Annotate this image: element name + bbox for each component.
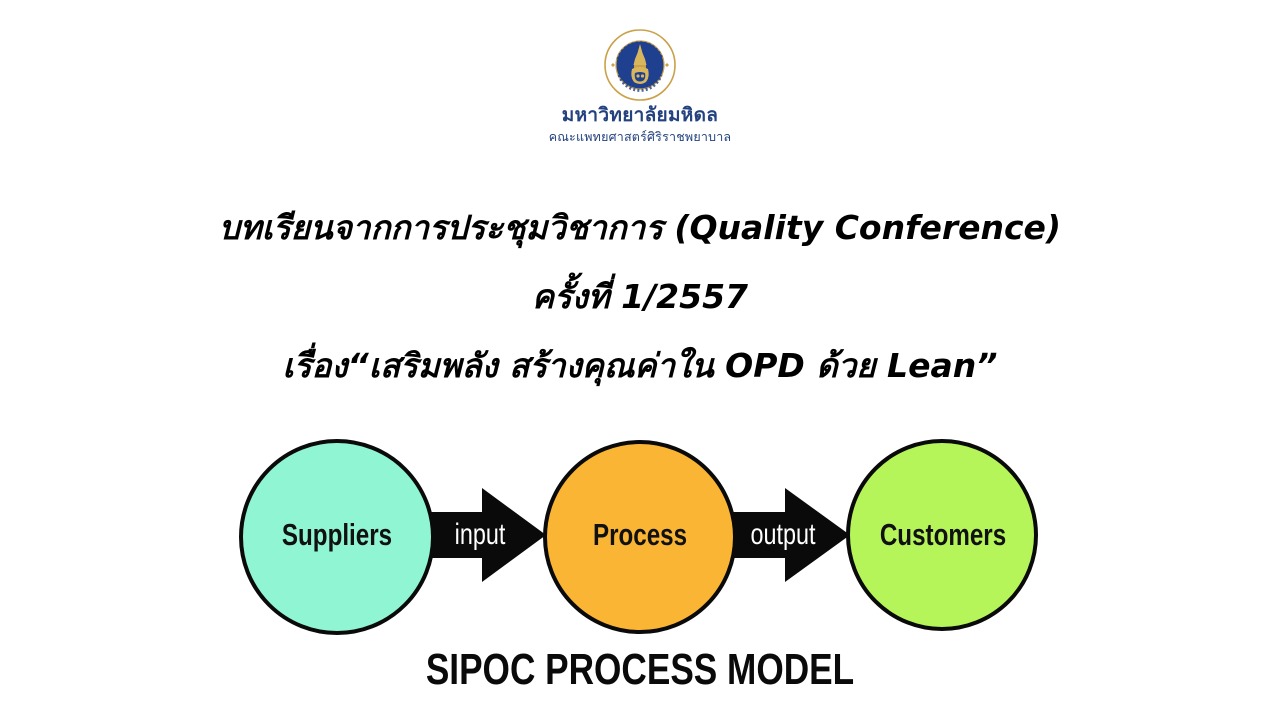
input-arrow	[425, 488, 546, 582]
faculty-name: คณะแพทยศาสตร์ศิริราชพยาบาล	[548, 129, 732, 144]
output-arrow-label: output	[750, 518, 816, 551]
customers-label: Customers	[879, 517, 1007, 552]
output-arrow	[725, 488, 850, 582]
process-circle	[543, 440, 737, 634]
process-label: Process	[592, 517, 688, 552]
conference-session: ครั้งที่ 1/2557	[531, 277, 748, 316]
suppliers-label: Suppliers	[281, 517, 393, 552]
input-arrow-label: input	[454, 518, 506, 551]
conference-title: บทเรียนจากการประชุมวิชาการ (Quality Conf…	[219, 208, 1061, 247]
mahidol-university-seal-icon	[604, 29, 676, 101]
sipoc-model-caption: SIPOC PROCESS MODEL	[425, 645, 855, 694]
customers-circle	[846, 439, 1038, 631]
suppliers-circle	[239, 439, 435, 635]
university-name: มหาวิทยาลัยมหิดล	[561, 104, 719, 126]
conference-topic: เรื่อง“เสริมพลัง สร้างคุณค่าใน OPD ด้วย …	[282, 346, 998, 385]
